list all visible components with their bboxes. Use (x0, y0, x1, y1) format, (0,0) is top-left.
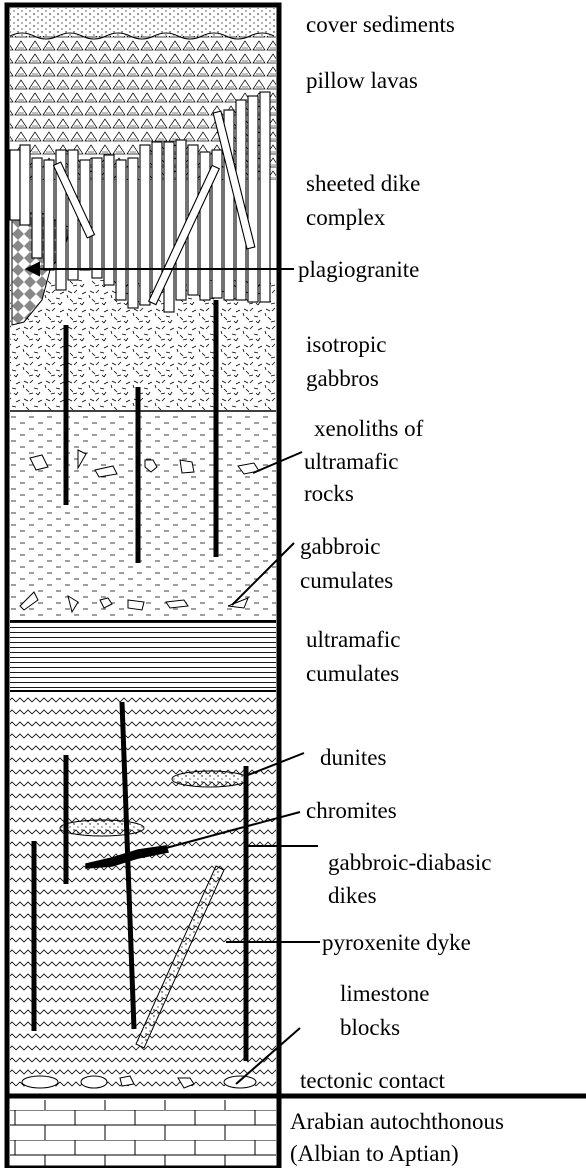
layer-cover-sediments (10, 8, 276, 36)
label-arabian-2: (Albian to Aptian) (290, 1141, 459, 1166)
labels: cover sediments pillow lavas sheeted dik… (290, 12, 504, 1166)
label-sheeted-dike-2: complex (306, 205, 386, 230)
label-limestone-2: blocks (340, 1015, 400, 1040)
label-isotropic-2: gabbros (306, 366, 379, 391)
label-dunites: dunites (320, 745, 386, 770)
label-isotropic-1: isotropic (306, 332, 387, 357)
label-ultramafic-cumulates-2: cumulates (306, 661, 399, 686)
label-xenoliths-3: rocks (304, 481, 354, 506)
label-gabbroic-cumulates-2: cumulates (300, 568, 393, 593)
label-gabbroic-diabasic-1: gabbroic-diabasic (328, 850, 491, 875)
label-pyroxenite-dyke: pyroxenite dyke (322, 930, 471, 955)
label-arabian-1: Arabian autochthonous (290, 1109, 504, 1134)
dunite-lens-2 (60, 820, 144, 836)
layer-gabbroic-cumulates (10, 412, 276, 620)
label-ultramafic-cumulates-1: ultramafic (306, 627, 401, 652)
label-gabbroic-cumulates-1: gabbroic (300, 534, 380, 559)
layer-ultramafic-cumulates (10, 622, 276, 690)
dunite-lens (172, 771, 248, 787)
label-sheeted-dike-1: sheeted dike (306, 171, 420, 196)
label-pillow-lavas: pillow lavas (306, 68, 418, 93)
label-gabbroic-diabasic-2: dikes (328, 883, 377, 908)
layer-arabian-autochthonous (10, 1100, 276, 1168)
label-plagiogranite: plagiogranite (298, 257, 419, 282)
label-xenoliths-1: xenoliths of (314, 416, 424, 441)
label-cover-sediments: cover sediments (306, 12, 455, 37)
label-limestone-1: limestone (340, 981, 429, 1006)
label-tectonic-contact: tectonic contact (300, 1068, 446, 1093)
label-xenoliths-2: ultramafic (304, 449, 399, 474)
label-chromites: chromites (306, 798, 397, 823)
